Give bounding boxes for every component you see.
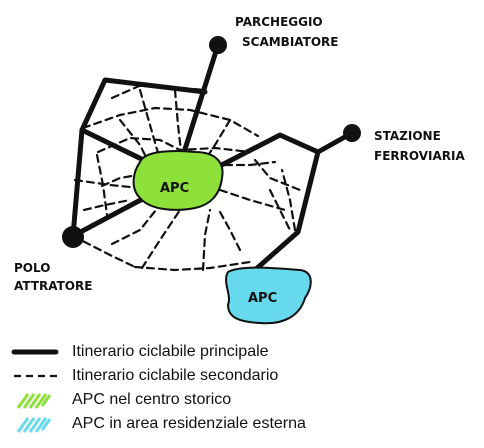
legend: Itinerario ciclabile principale Itinerar… — [10, 340, 470, 436]
parking-label-line1: PARCHEGGIO — [235, 15, 323, 29]
pole-label-line1: POLO — [14, 261, 50, 275]
apc-residential-area — [225, 266, 312, 325]
parking-label-line2: SCAMBIATORE — [242, 35, 338, 49]
station-label-line2: FERROVIARIA — [374, 149, 465, 163]
apc-residential-label: APC — [248, 291, 277, 306]
dashed-line-icon — [10, 366, 72, 386]
cyan-hatch-icon — [10, 414, 72, 434]
legend-text: APC in area residenziale esterna — [72, 415, 306, 432]
legend-text: Itinerario ciclabile principale — [72, 343, 269, 360]
green-hatch-icon — [10, 390, 72, 410]
legend-item-apc-center: APC nel centro storico — [10, 388, 470, 412]
parking-node — [209, 36, 227, 54]
legend-item-principal: Itinerario ciclabile principale — [10, 340, 470, 364]
station-label-line1: STAZIONE — [374, 129, 441, 143]
solid-line-icon — [10, 342, 72, 362]
pole-node — [62, 226, 84, 248]
legend-item-secondary: Itinerario ciclabile secondario — [10, 364, 470, 388]
apc-center-label: APC — [160, 181, 189, 196]
legend-item-apc-residential: APC in area residenziale esterna — [10, 412, 470, 436]
legend-text: APC nel centro storico — [72, 391, 232, 408]
station-node — [343, 124, 361, 142]
legend-text: Itinerario ciclabile secondario — [72, 367, 279, 384]
pole-label-line2: ATTRATORE — [14, 279, 92, 293]
apc-center-area — [132, 150, 224, 211]
